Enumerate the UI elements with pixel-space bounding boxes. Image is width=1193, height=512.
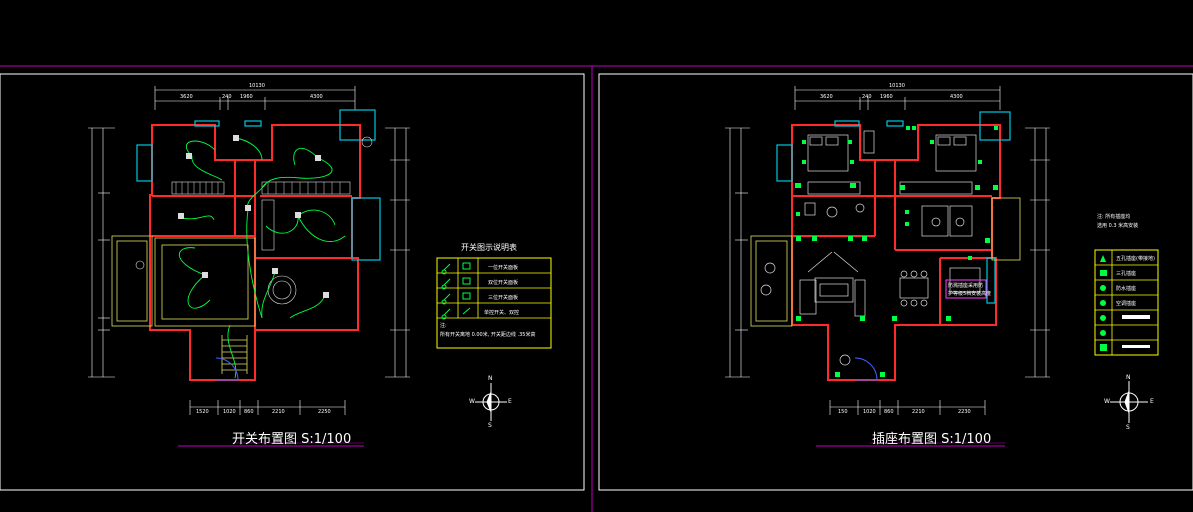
double-switch-icon	[441, 278, 451, 290]
left-top-dim-3: 1960	[240, 94, 253, 100]
socket-type-f-icon	[1100, 330, 1106, 336]
left-floor-plan	[88, 86, 410, 447]
left-staircase	[221, 335, 248, 374]
left-sheet-border	[0, 73, 585, 491]
left-compass-e: E	[508, 398, 512, 405]
right-compass-n: N	[1126, 374, 1131, 381]
right-legend-row-4: 空调插座	[1116, 301, 1137, 307]
left-legend-note-label: 注:	[440, 323, 447, 329]
right-top-dim-4: 4300	[950, 94, 963, 100]
left-sheet-title: 开关布置图 S:1/100	[232, 432, 352, 447]
left-compass-s: S	[488, 422, 492, 429]
right-callout-line-1: 防溅插座采用防	[948, 283, 984, 289]
right-top-dim-2: 240	[862, 94, 872, 100]
left-legend-row-3: 三位开关面板	[488, 295, 519, 301]
left-legend-table	[436, 257, 552, 349]
left-bottom-dim-1: 1520	[196, 409, 209, 415]
right-bottom-dim-2: 1020	[863, 409, 876, 415]
left-top-dim-1: 3620	[180, 94, 193, 100]
socket-type-b-icon	[1100, 270, 1107, 276]
right-top-dim-1: 3620	[820, 94, 833, 100]
right-compass-w: W	[1104, 398, 1110, 405]
left-bottom-dim-2: 1020	[223, 409, 236, 415]
right-sheet-border	[598, 73, 1193, 491]
right-callout-line-2: 护等级5档安装高度	[948, 291, 992, 297]
right-furniture	[760, 130, 981, 366]
left-top-dim-2: 240	[222, 94, 232, 100]
socket-type-g-icon	[1100, 344, 1107, 351]
left-top-dimensions	[88, 86, 410, 415]
right-walls	[791, 124, 1001, 381]
left-legend-row-2: 双位开关面板	[488, 280, 519, 286]
right-legend-row-2: 三孔插座	[1116, 271, 1137, 277]
left-legend-title: 开关图示说明表	[461, 243, 517, 252]
right-legend-row-1: 五孔插座(带接地)	[1116, 256, 1155, 262]
left-top-dim-4: 4300	[310, 94, 323, 100]
right-note-line-2: 选用 0.3 米高安装	[1097, 223, 1139, 229]
triple-switch-icon	[441, 293, 451, 305]
socket-type-c-icon	[1100, 285, 1106, 291]
right-bottom-dim-3: 860	[884, 409, 894, 415]
dual-control-switch-icon	[441, 308, 451, 320]
left-windows	[136, 109, 381, 261]
right-socket-markers	[795, 126, 998, 377]
right-compass	[1110, 381, 1148, 423]
left-legend-note: 所有开关离地 0.00米, 开关距边线 .35米高	[440, 332, 536, 338]
socket-type-e-icon	[1100, 315, 1106, 321]
right-entry-door	[854, 357, 878, 381]
right-floor-plan	[725, 86, 1050, 447]
left-legend-row-1: 一位开关面板	[488, 265, 519, 271]
left-fixtures	[178, 135, 329, 298]
left-bottom-dim-4: 2210	[272, 409, 285, 415]
left-legend-row-4: 单控开关、双控	[484, 310, 520, 316]
right-legend-row-3: 防水插座	[1116, 286, 1137, 292]
right-sheet-title: 插座布置图 S:1/100	[872, 432, 992, 447]
left-balcony	[111, 235, 256, 327]
right-bottom-dim-4: 2210	[912, 409, 925, 415]
right-compass-s: S	[1126, 424, 1130, 431]
right-top-dimensions	[725, 86, 1050, 415]
socket-type-d-icon	[1100, 300, 1106, 306]
left-switch-wiring	[178, 137, 346, 379]
right-compass-e: E	[1150, 398, 1154, 405]
right-legend-table	[1094, 249, 1159, 356]
right-bottom-dim-5: 2230	[958, 409, 971, 415]
right-windows	[776, 111, 1011, 304]
left-bottom-dim-3: 860	[244, 409, 254, 415]
left-entry-door	[215, 357, 239, 381]
right-callout-box	[945, 279, 987, 299]
right-overall-dimension: 10130	[889, 83, 905, 89]
right-note-line-1: 注: 所有插座均	[1097, 214, 1131, 220]
left-overall-dimension: 10130	[249, 83, 265, 89]
left-compass-w: W	[469, 398, 475, 405]
single-switch-icon	[441, 263, 451, 275]
left-compass-n: N	[488, 375, 493, 382]
right-balcony	[750, 197, 1021, 327]
left-compass	[475, 383, 507, 421]
left-wardrobe-hatch	[175, 182, 341, 194]
left-bottom-dim-5: 2250	[318, 409, 331, 415]
right-top-dim-3: 1960	[880, 94, 893, 100]
right-bottom-dim-1: 150	[838, 409, 848, 415]
socket-type-a-icon	[1100, 255, 1106, 262]
